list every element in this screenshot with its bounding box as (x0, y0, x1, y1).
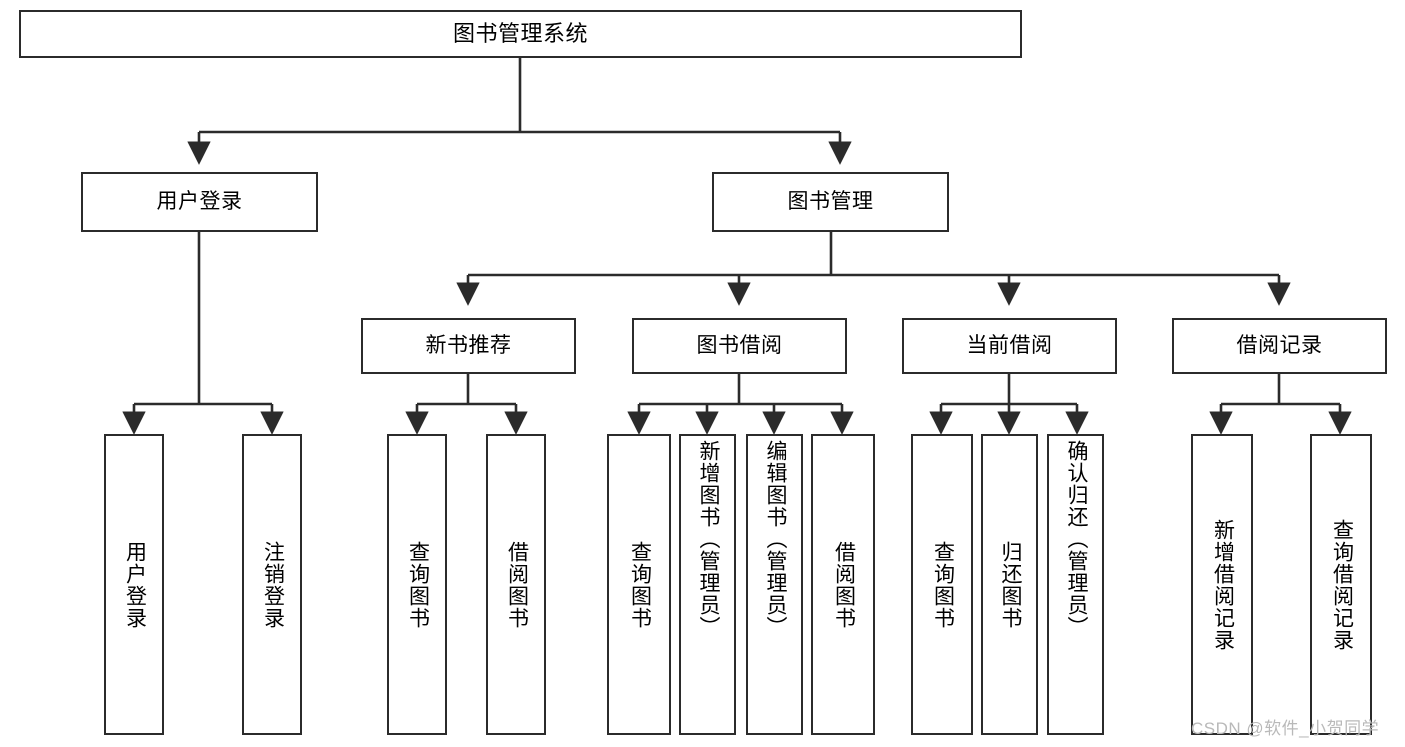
leaf-book-borrow-edit-admin[interactable]: 编辑图书（管理员） (746, 434, 803, 735)
node-new-book-recommend[interactable]: 新书推荐 (361, 318, 576, 374)
node-book-borrow[interactable]: 图书借阅 (632, 318, 847, 374)
node-root-system[interactable]: 图书管理系统 (19, 10, 1022, 58)
node-book-management[interactable]: 图书管理 (712, 172, 949, 232)
node-current-borrow[interactable]: 当前借阅 (902, 318, 1117, 374)
leaf-current-borrow-return[interactable]: 归还图书 (981, 434, 1038, 735)
node-user-login[interactable]: 用户登录 (81, 172, 318, 232)
leaf-book-borrow-query[interactable]: 查询图书 (607, 434, 671, 735)
leaf-book-borrow-borrow[interactable]: 借阅图书 (811, 434, 875, 735)
node-borrow-record[interactable]: 借阅记录 (1172, 318, 1387, 374)
leaf-new-book-borrow[interactable]: 借阅图书 (486, 434, 546, 735)
leaf-book-borrow-add-admin[interactable]: 新增图书（管理员） (679, 434, 736, 735)
leaf-new-book-query[interactable]: 查询图书 (387, 434, 447, 735)
leaf-user-login-login[interactable]: 用户登录 (104, 434, 164, 735)
leaf-current-borrow-confirm-admin[interactable]: 确认归还（管理员） (1047, 434, 1104, 735)
leaf-current-borrow-query[interactable]: 查询图书 (911, 434, 973, 735)
leaf-borrow-record-query[interactable]: 查询借阅记录 (1310, 434, 1372, 735)
leaf-user-login-logout[interactable]: 注销登录 (242, 434, 302, 735)
leaf-borrow-record-add[interactable]: 新增借阅记录 (1191, 434, 1253, 735)
watermark-text: CSDN @软件_小贺同学 (1191, 719, 1380, 738)
